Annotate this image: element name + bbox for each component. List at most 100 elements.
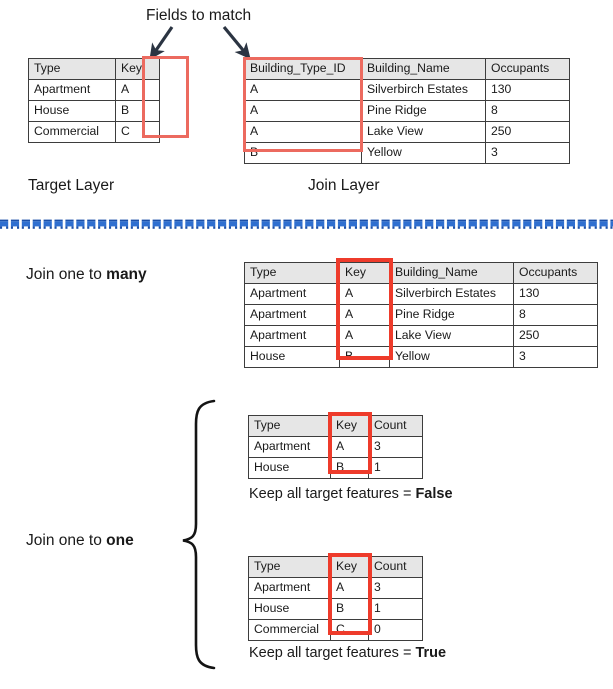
cell-type: Commercial (248, 619, 331, 641)
table-row: House B (28, 100, 160, 122)
cell-building-name: Yellow (389, 346, 514, 368)
cell-building-name: Pine Ridge (361, 100, 486, 122)
column-header-count: Count (368, 415, 423, 437)
cell-type: House (28, 100, 116, 122)
cell-type: Apartment (244, 283, 340, 305)
cell-occupants: 250 (513, 325, 598, 347)
one-to-one-true-table-wrap: Type Key Count Apartment A 3 House B 1 C… (248, 553, 423, 641)
table-row: Apartment A 3 (248, 577, 423, 599)
section-divider (0, 219, 613, 229)
cell-key: A (330, 436, 369, 458)
one-to-many-result-table: Type Key Building_Name Occupants Apartme… (244, 262, 598, 368)
join-layer-label: Join Layer (308, 177, 380, 194)
column-header-count: Count (368, 556, 423, 578)
cell-count: 1 (368, 598, 423, 620)
table-row: A Pine Ridge 8 (244, 100, 570, 122)
cell-key: A (115, 79, 160, 101)
column-header-key: Key (330, 556, 369, 578)
cell-count: 1 (368, 457, 423, 479)
table-row: Apartment A 3 (248, 436, 423, 458)
keep-all-true-prefix: Keep all target features = (249, 645, 416, 661)
table-header-row: Type Key (28, 58, 160, 80)
keep-all-true-value: True (415, 645, 447, 661)
cell-count: 0 (368, 619, 423, 641)
table-header-row: Type Key Building_Name Occupants (244, 262, 598, 284)
table-header-row: Type Key Count (248, 556, 423, 578)
cell-occupants: 3 (485, 142, 570, 164)
cell-count: 3 (368, 577, 423, 599)
cell-type: Apartment (244, 304, 340, 326)
table-row: Commercial C (28, 121, 160, 143)
column-header-key: Key (330, 415, 369, 437)
column-header-occupants: Occupants (485, 58, 570, 80)
target-layer-table: Type Key Apartment A House B Commercial … (28, 58, 160, 143)
arrow-right-to-join-key (222, 25, 251, 60)
column-header-occupants: Occupants (513, 262, 598, 284)
fields-to-match-label: Fields to match (146, 7, 252, 24)
table-row: Apartment A Silverbirch Estates 130 (244, 283, 598, 305)
arrow-left-to-target-key (149, 26, 174, 60)
target-layer-table-wrap: Type Key Apartment A House B Commercial … (28, 56, 189, 143)
cell-type: Apartment (248, 436, 331, 458)
join-one-to-many-strong: many (106, 266, 147, 283)
join-one-to-one-strong: one (106, 532, 134, 549)
one-to-one-true-result-table: Type Key Count Apartment A 3 House B 1 C… (248, 556, 423, 641)
column-header-key: Key (115, 58, 160, 80)
column-header-key: Key (339, 262, 390, 284)
cell-key: A (339, 304, 390, 326)
join-one-to-one-prefix: Join one to (26, 532, 107, 549)
cell-occupants: 8 (513, 304, 598, 326)
cell-occupants: 3 (513, 346, 598, 368)
column-header-type: Type (248, 415, 331, 437)
keep-all-false-label: Keep all target features = False (249, 487, 453, 502)
cell-type: Apartment (244, 325, 340, 347)
cell-type: House (248, 457, 331, 479)
column-header-type: Type (28, 58, 116, 80)
keep-all-true-label: Keep all target features = True (249, 646, 446, 661)
one-to-one-false-result-table: Type Key Count Apartment A 3 House B 1 (248, 415, 423, 479)
join-one-to-many-label: Join one to many (26, 267, 147, 283)
keep-all-false-value: False (415, 486, 453, 502)
cell-type: House (248, 598, 331, 620)
table-row: House B 1 (248, 598, 423, 620)
column-header-type: Type (248, 556, 331, 578)
cell-key: B (330, 457, 369, 479)
cell-occupants: 250 (485, 121, 570, 143)
cell-building-type-id: B (244, 142, 362, 164)
cell-key: A (339, 283, 390, 305)
join-one-to-many-prefix: Join one to (26, 266, 107, 283)
table-row: Apartment A Pine Ridge 8 (244, 304, 598, 326)
column-header-type: Type (244, 262, 340, 284)
cell-key: C (330, 619, 369, 641)
cell-building-name: Pine Ridge (389, 304, 514, 326)
cell-count: 3 (368, 436, 423, 458)
column-header-building-name: Building_Name (361, 58, 486, 80)
join-layer-table: Building_Type_ID Building_Name Occupants… (244, 58, 570, 164)
cell-building-name: Lake View (389, 325, 514, 347)
cell-type: Commercial (28, 121, 116, 143)
table-row: A Lake View 250 (244, 121, 570, 143)
cell-building-type-id: A (244, 121, 362, 143)
cell-building-name: Silverbirch Estates (389, 283, 514, 305)
table-row: B Yellow 3 (244, 142, 570, 164)
cell-type: Apartment (248, 577, 331, 599)
cell-building-name: Lake View (361, 121, 486, 143)
keep-all-false-prefix: Keep all target features = (249, 486, 416, 502)
table-row: House B 1 (248, 457, 423, 479)
table-row: House B Yellow 3 (244, 346, 598, 368)
target-layer-label: Target Layer (28, 177, 115, 194)
join-layer-table-wrap: Building_Type_ID Building_Name Occupants… (243, 57, 570, 164)
table-header-row: Type Key Count (248, 415, 423, 437)
cell-building-type-id: A (244, 100, 362, 122)
join-one-to-one-label: Join one to one (26, 533, 134, 549)
one-to-many-table-wrap: Type Key Building_Name Occupants Apartme… (244, 258, 598, 368)
cell-key: B (330, 598, 369, 620)
cell-key: A (330, 577, 369, 599)
one-to-one-false-table-wrap: Type Key Count Apartment A 3 House B 1 (248, 412, 423, 479)
table-row: Apartment A Lake View 250 (244, 325, 598, 347)
cell-key: B (115, 100, 160, 122)
table-row: Commercial C 0 (248, 619, 423, 641)
cell-type: House (244, 346, 340, 368)
